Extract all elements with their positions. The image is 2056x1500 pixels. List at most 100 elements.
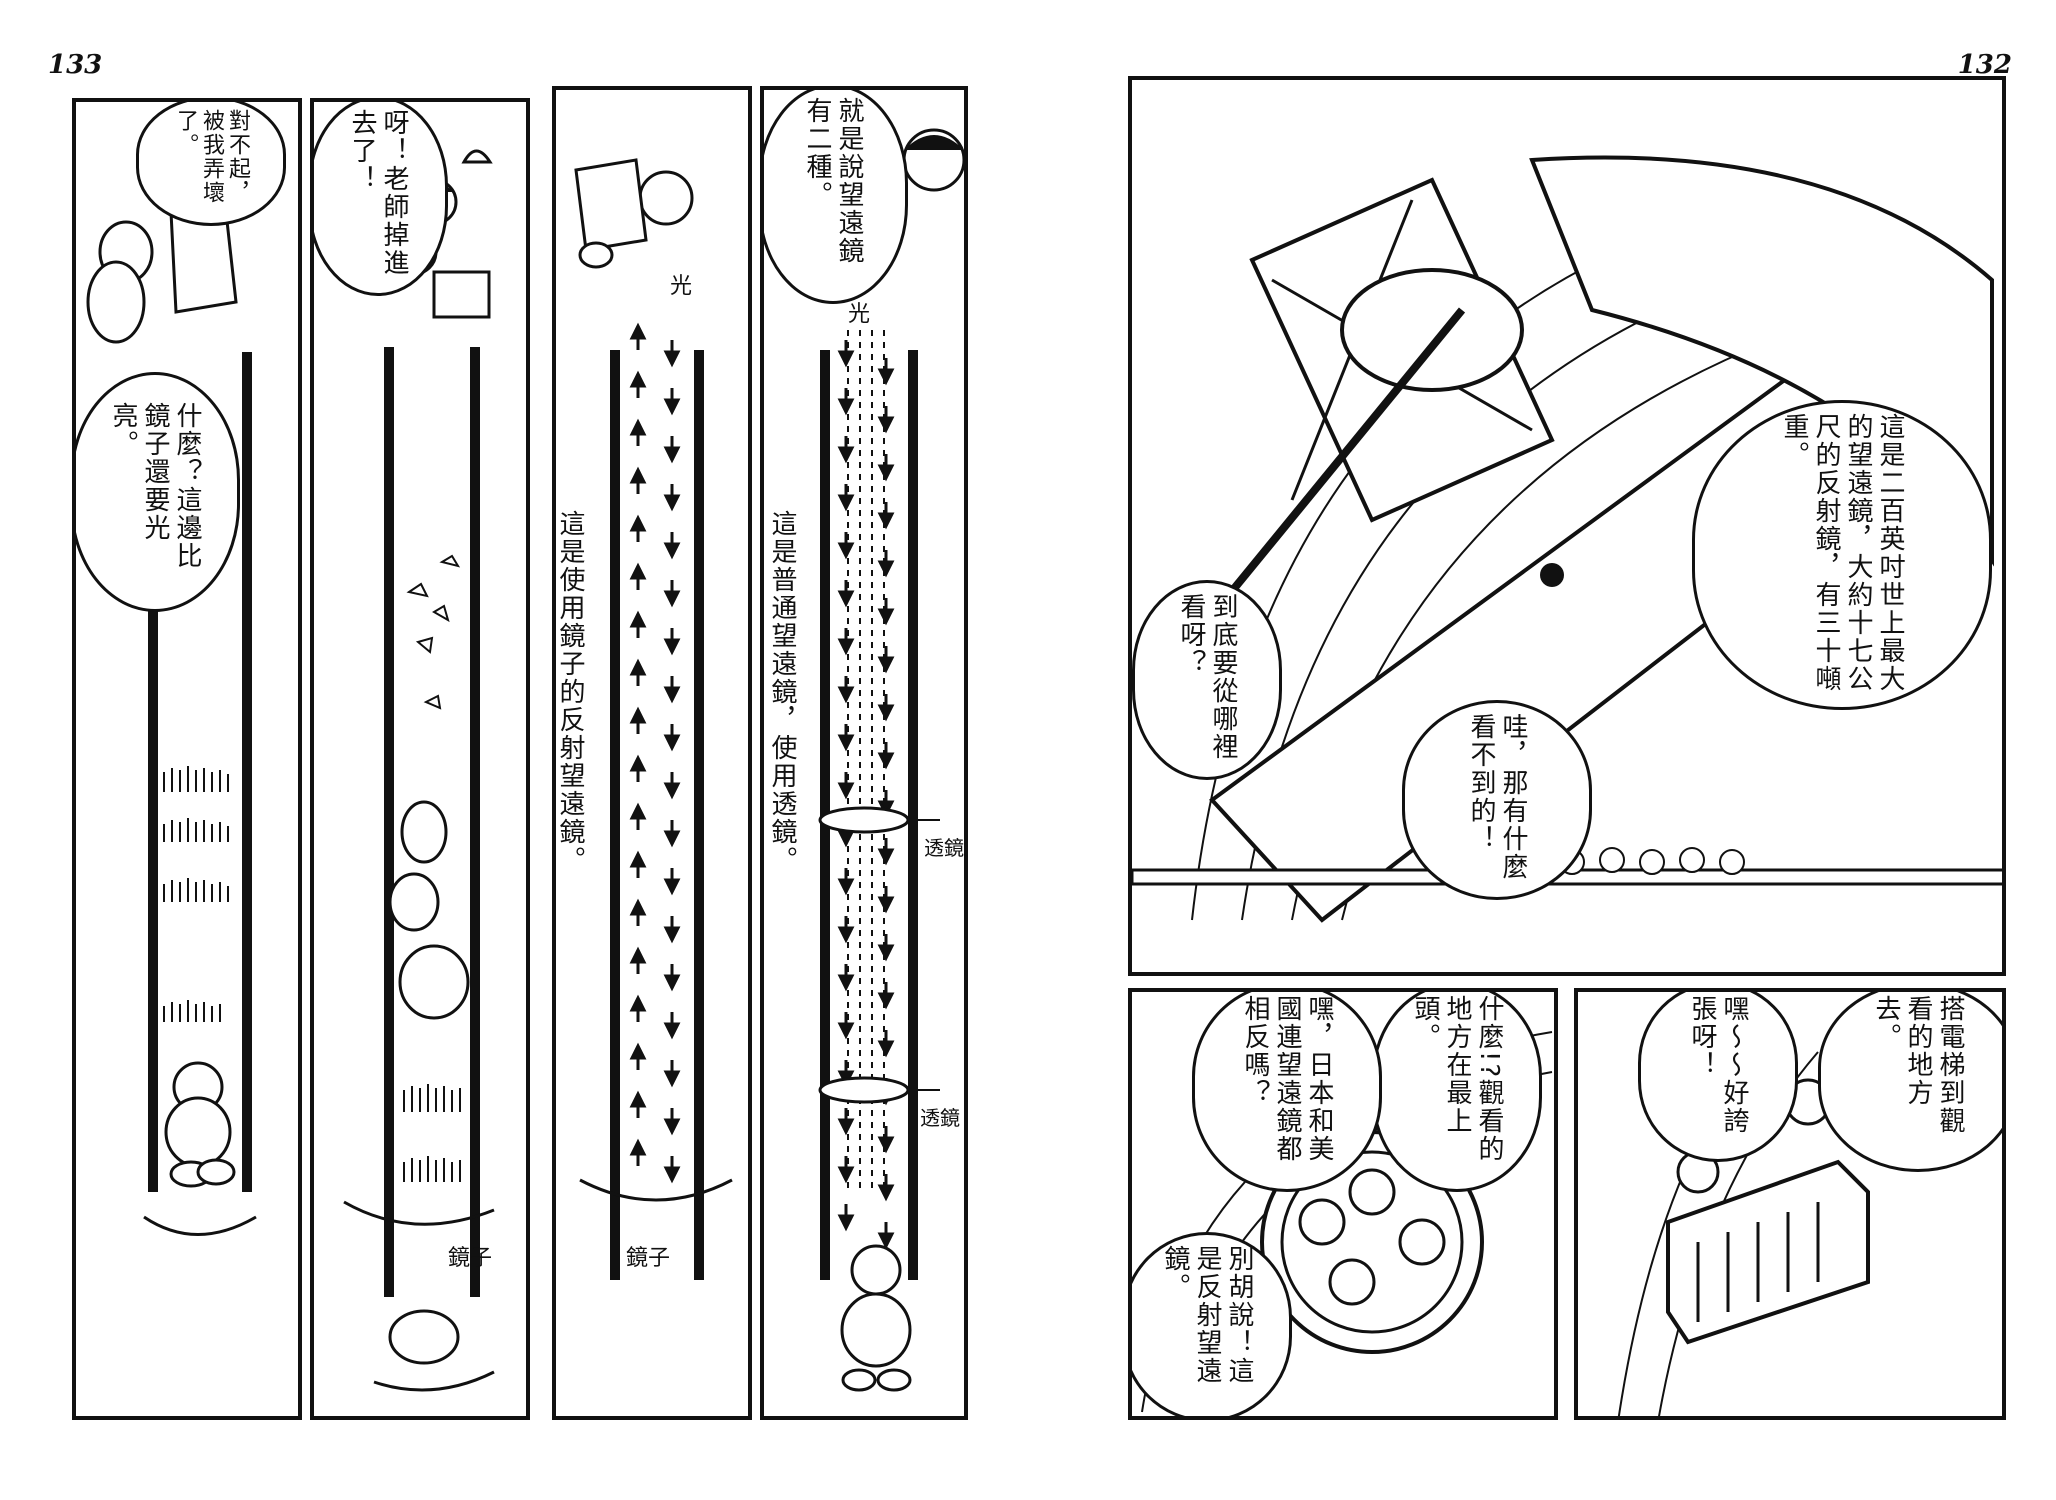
arrow-head	[663, 1118, 681, 1136]
arrow-head	[629, 946, 647, 964]
arrow-head	[877, 1136, 895, 1154]
arrow-head	[663, 638, 681, 656]
page-number-right: 132	[1957, 50, 2012, 80]
arrow-head	[837, 1166, 855, 1184]
speech-bubble-shiny: 什麼？這邊比鏡子還要光亮。	[76, 372, 240, 612]
arrow-head	[663, 686, 681, 704]
panel-3-art	[574, 158, 733, 1202]
arrow-head	[629, 466, 647, 484]
arrow-head	[629, 754, 647, 772]
arrow-head	[629, 370, 647, 388]
arrow-head	[837, 638, 855, 656]
arrow-head	[837, 398, 855, 416]
arrow-head	[837, 1214, 855, 1232]
bubble-text: 嘿，日本和美國連望遠鏡都相反嗎？	[1240, 995, 1334, 1163]
arrow-head	[663, 1070, 681, 1088]
arrow-head	[663, 590, 681, 608]
tube-wall-right	[694, 350, 704, 1280]
bubble-text: 別胡說！這是反射望遠鏡。	[1160, 1245, 1254, 1385]
arrow-head	[663, 542, 681, 560]
arrow-head	[877, 512, 895, 530]
speech-bubble-sorry: 對不起，被我弄壞了。	[136, 102, 286, 226]
arrow-head	[629, 562, 647, 580]
arrow-head	[629, 802, 647, 820]
arrow-head	[877, 464, 895, 482]
panel-right-big: 這是二百英吋世上最大的望遠鏡，大約十七公尺的反射鏡，有三十噸重。 哇，那有什麼看…	[1128, 76, 2006, 976]
panel-1-art	[86, 160, 257, 1236]
arrow-head	[629, 994, 647, 1012]
arrow-head	[837, 1022, 855, 1040]
label-light: 光	[670, 274, 693, 299]
tube-wall-right	[470, 347, 480, 1297]
arrow-head	[837, 542, 855, 560]
panel-2-art	[343, 149, 495, 1392]
arrow-head	[663, 1022, 681, 1040]
arrow-head	[663, 734, 681, 752]
bubble-text: 什麼？這邊比鏡子還要光亮。	[108, 402, 202, 570]
arrow-head	[877, 560, 895, 578]
arrow-head	[837, 782, 855, 800]
arrow-head	[663, 830, 681, 848]
speech-bubble-where-look: 到底要從哪裡看呀？	[1132, 580, 1282, 780]
label-mirror: 鏡子	[626, 1246, 671, 1271]
bubble-text: 什麼!?觀看的地方在最上頭。	[1410, 995, 1504, 1164]
caption-reflecting-telescope: 這是使用鏡子的反射望遠鏡。	[555, 510, 585, 874]
bubble-text: 這是二百英吋世上最大的望遠鏡，大約十七公尺的反射鏡，有三十噸重。	[1779, 413, 1905, 693]
speech-bubble-fell-in: 呀！老師掉進去了！	[314, 102, 448, 296]
caption-refracting-telescope: 這是普通望遠鏡，使用透鏡。	[767, 510, 797, 874]
bubble-text: 就是說望遠鏡有二種。	[802, 97, 864, 265]
panel-left-3: 光 這是使用鏡子的反射望遠鏡。 鏡子	[552, 86, 752, 1420]
arrow-head	[663, 974, 681, 992]
panel-4-art	[818, 128, 964, 1392]
tube-wall-left	[148, 522, 158, 1192]
arrow-head	[877, 848, 895, 866]
speech-bubble-wow: 哇，那有什麼看不到的！	[1402, 700, 1592, 900]
panel-left-2: 呀！老師掉進去了！ 鏡子	[310, 98, 530, 1420]
arrow-head	[877, 896, 895, 914]
panel-left-4: 就是說望遠鏡有二種。 光 這是普通望遠鏡，使用透鏡。 透鏡 透鏡	[760, 86, 968, 1420]
bubble-text: 對不起，被我弄壞了。	[173, 109, 250, 205]
tube-wall-right	[908, 350, 918, 1280]
arrow-head	[877, 656, 895, 674]
arrow-head	[877, 992, 895, 1010]
arrow-head	[663, 782, 681, 800]
label-lens-lower: 透鏡	[920, 1106, 960, 1130]
speech-bubble-nonsense: 別胡說！這是反射望遠鏡。	[1132, 1232, 1292, 1416]
tube-wall-right	[242, 352, 252, 1192]
arrow-head	[837, 830, 855, 848]
arrow-head	[663, 494, 681, 512]
arrow-head	[663, 398, 681, 416]
arrow-head	[877, 704, 895, 722]
arrow-head	[663, 926, 681, 944]
arrow-head	[629, 418, 647, 436]
bubble-text: 哇，那有什麼看不到的！	[1466, 713, 1528, 881]
arrow-head	[629, 1138, 647, 1156]
speech-bubble-take-elevator: 搭電梯到觀看的地方去。	[1818, 992, 2002, 1172]
tube-wall-left	[384, 347, 394, 1297]
arrow-head	[837, 350, 855, 368]
bubble-text: 呀！老師掉進去了！	[347, 109, 409, 277]
arrow-head	[837, 494, 855, 512]
label-light: 光	[848, 302, 871, 327]
bubble-text: 到底要從哪裡看呀？	[1176, 593, 1238, 761]
arrow-head	[877, 608, 895, 626]
label-lens-upper: 透鏡	[924, 836, 964, 860]
speech-bubble-exaggerated: 嘿～～好誇張呀！	[1638, 992, 1798, 1162]
arrow-head	[837, 686, 855, 704]
arrow-head	[629, 850, 647, 868]
arrow-head	[837, 590, 855, 608]
arrow-head	[663, 1166, 681, 1184]
arrow-head	[877, 1040, 895, 1058]
label-mirror: 鏡子	[448, 1246, 493, 1271]
arrow-head	[837, 926, 855, 944]
arrow-head	[837, 734, 855, 752]
panel-left-1: 對不起，被我弄壞了。 什麼？這邊比鏡子還要光亮。	[72, 98, 302, 1420]
arrow-head	[837, 1118, 855, 1136]
speech-bubble-reversed: 嘿，日本和美國連望遠鏡都相反嗎？	[1192, 992, 1382, 1192]
arrow-head	[629, 322, 647, 340]
panel-right-bottom-left: 什麼!?觀看的地方在最上頭。 嘿，日本和美國連望遠鏡都相反嗎？ 別胡說！這是反射…	[1128, 988, 1558, 1420]
bubble-text: 嘿～～好誇張呀！	[1687, 995, 1749, 1135]
arrow-head	[663, 350, 681, 368]
arrow-head	[877, 752, 895, 770]
speech-bubble-largest-telescope: 這是二百英吋世上最大的望遠鏡，大約十七公尺的反射鏡，有三十噸重。	[1692, 400, 1992, 710]
